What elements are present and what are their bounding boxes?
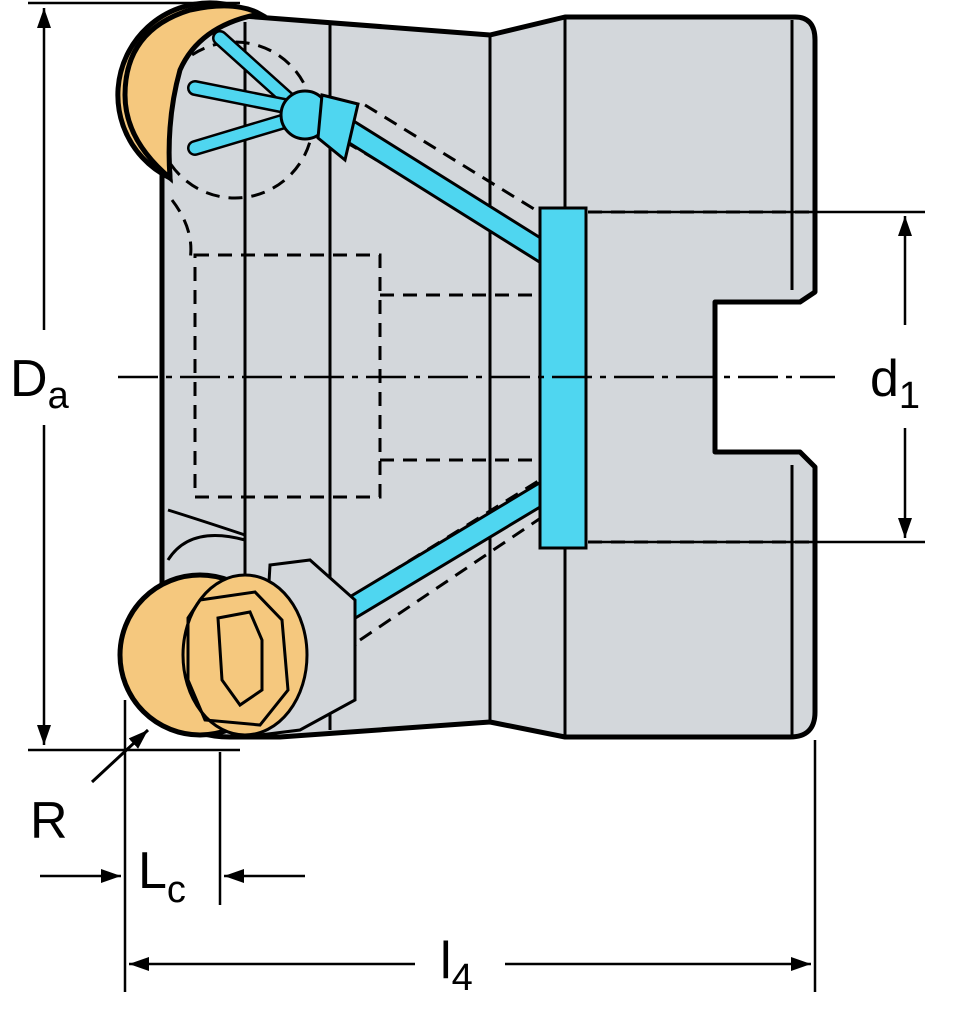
dimension-Lc <box>40 700 305 992</box>
gullet-edge-lower <box>166 534 246 561</box>
label-Da: Da <box>10 350 70 417</box>
gullet-edge <box>167 508 246 537</box>
dimension-d1 <box>588 210 925 544</box>
label-R: R <box>30 792 68 850</box>
dimension-l4 <box>129 740 817 992</box>
insert-lower <box>117 558 357 738</box>
label-Lc: Lc <box>138 842 186 911</box>
label-l4: l4 <box>440 932 473 999</box>
dimension-R-leader <box>90 728 150 784</box>
label-d1: d1 <box>870 350 920 417</box>
dimension-Da <box>28 1 240 752</box>
insert-upper-face <box>122 3 268 184</box>
